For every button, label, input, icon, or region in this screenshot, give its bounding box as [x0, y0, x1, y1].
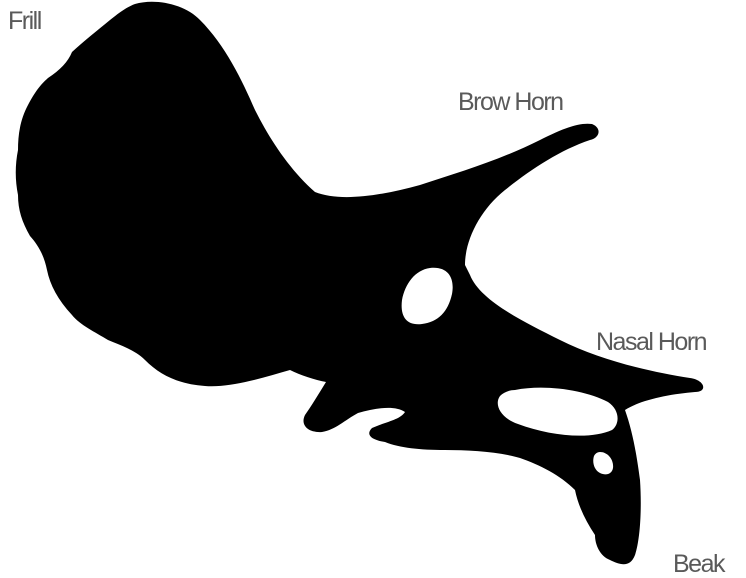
label-brow-horn: Brow Horn [458, 90, 563, 115]
label-nasal-horn: Nasal Horn [596, 330, 706, 355]
label-beak: Beak [673, 552, 724, 577]
skull-silhouette [16, 2, 703, 565]
label-frill: Frill [8, 9, 41, 34]
